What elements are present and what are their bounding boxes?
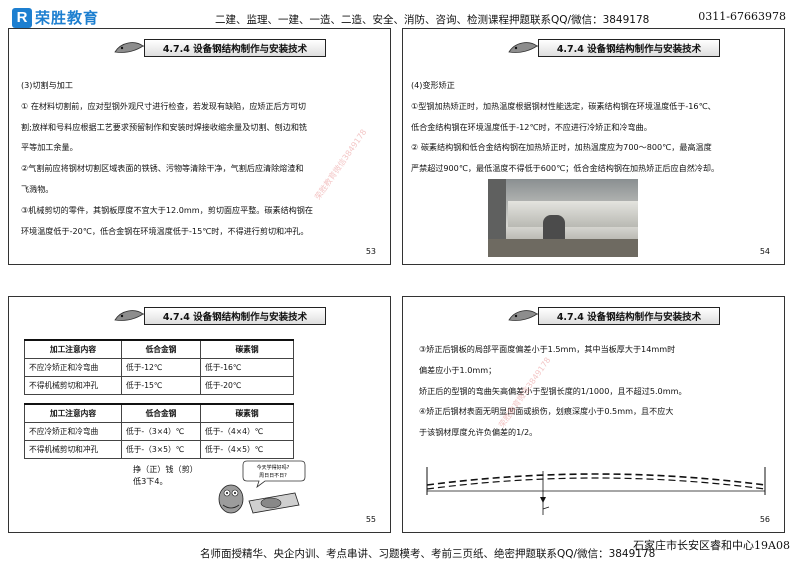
slide-body: (3)切割与加工 ① 在材料切割前，应对型钢外观尺寸进行检查，若发现有缺陷，应矫… (21, 75, 313, 241)
slide-55: 4.7.4 设备钢结构制作与安装技术 加工注意内容 低合金钢 碳素钢 不应冷矫正… (8, 296, 391, 533)
page-number: 55 (365, 515, 376, 524)
watermark: 荣胜教育微信3849178 (313, 127, 369, 202)
mnemonic-text: 挣（正）钱（剪） 低3下4。 (133, 463, 198, 487)
table-cell: 低于-（3×5）℃ (121, 440, 201, 459)
text-line: ① 在材料切割前，应对型钢外观尺寸进行检查，若发现有缺陷，应矫正后方可切 (21, 100, 307, 111)
table-cell: 低于-20℃ (200, 376, 294, 395)
bubble-text: 周日日不日? (259, 473, 287, 479)
footer-ad: 名师面授精华、央企内训、考点串讲、习题模考、考前三页纸、绝密押题联系QQ/微信：… (200, 548, 656, 560)
text-line: 环境温度低于-20℃，低合金钢在环境温度低于-15℃时，不得进行剪切和冲孔。 (21, 225, 309, 236)
page-number: 56 (759, 515, 770, 524)
slide-title: 4.7.4 设备钢结构制作与安装技术 (144, 39, 326, 57)
steel-correction-photo (488, 179, 638, 257)
mnemonic-table: 加工注意内容 低合金钢 碳素钢 不应冷矫正和冷弯曲 低于-（3×4）℃ 低于-（… (24, 403, 294, 459)
cartoon-illustration: 今天学得好吗? 周日日不日? (218, 460, 306, 514)
temperature-table: 加工注意内容 低合金钢 碳素钢 不应冷矫正和冷弯曲 低于-12℃ 低于-16℃ … (24, 339, 294, 395)
mnemonic-line: 低3下4。 (133, 476, 168, 486)
table-cell: 低于-（4×4）℃ (200, 422, 294, 441)
brand-logo: R 荣胜教育 (12, 7, 99, 28)
fish-icon (508, 310, 541, 321)
logo-text: 荣胜教育 (35, 9, 100, 27)
text-line: 偏差应小于1.0mm； (419, 364, 497, 375)
slide-56: 4.7.4 设备钢结构制作与安装技术 ③矫正后钢板的局部平面度偏差小于1.5mm… (402, 296, 785, 533)
slide-title: 4.7.4 设备钢结构制作与安装技术 (538, 307, 720, 325)
table-cell: 低于-12℃ (121, 358, 201, 377)
table-cell: 不得机械剪切和冲孔 (24, 440, 122, 459)
fish-icon (114, 42, 147, 53)
text-line: ②气割前应将钢材切割区域表面的铁锈、污物等清除干净，气割后应清除熔渣和 (21, 163, 304, 174)
page-number: 53 (365, 247, 376, 256)
table-header: 碳素钢 (200, 339, 294, 359)
text-line: (3)切割与加工 (21, 80, 73, 90)
table-header-row: 加工注意内容 低合金钢 碳素钢 (24, 403, 294, 423)
mnemonic-line: 挣（正）钱（剪） (133, 464, 198, 474)
table-header: 加工注意内容 (24, 339, 122, 359)
table-header: 低合金钢 (121, 339, 201, 359)
text-line: 割;放样和号料应根据工艺要求预留制作和安装时焊接收缩余量及切割、刨边和铣 (21, 121, 308, 132)
header-phone: 0311-67663978 (698, 10, 786, 23)
text-line: ③矫正后钢板的局部平面度偏差小于1.5mm，其中当板厚大于14mm时 (419, 344, 676, 354)
text-line: 严禁超过900℃，最低温度不得低于600℃；低合金结构钢在加热矫正后应自然冷却。 (411, 163, 720, 174)
table-header-row: 加工注意内容 低合金钢 碳素钢 (24, 339, 294, 359)
slide-body: ③矫正后钢板的局部平面度偏差小于1.5mm，其中当板厚大于14mm时 偏差应小于… (419, 339, 687, 443)
bubble-text: 今天学得好吗? (257, 464, 290, 471)
text-line: 低合金结构钢在环境温度低于-12℃时，不应进行冷矫正和冷弯曲。 (411, 121, 652, 132)
table-cell: 低于-16℃ (200, 358, 294, 377)
slide-title: 4.7.4 设备钢结构制作与安装技术 (538, 39, 720, 57)
table-cell: 不应冷矫正和冷弯曲 (24, 422, 122, 441)
text-line: 矫正后的型钢的弯曲矢高偏差小于型钢长度的1/1000，且不超过5.0mm。 (419, 385, 687, 396)
slide-body: (4)变形矫正 ①型钢加热矫正时，加热温度根据钢材性能选定，碳素结构钢在环境温度… (411, 75, 719, 179)
text-line: (4)变形矫正 (411, 80, 455, 90)
page-number: 54 (759, 247, 770, 256)
text-line: ③机械剪切的零件，其钢板厚度不宜大于12.0mm，剪切面应平整。碳素结构钢在 (21, 204, 313, 215)
table-cell: 不得机械剪切和冲孔 (24, 376, 122, 395)
footer-address: 石家庄市长安区睿和中心19A08 (633, 539, 790, 552)
slide-54: 4.7.4 设备钢结构制作与安装技术 (4)变形矫正 ①型钢加热矫正时，加热温度… (402, 28, 785, 265)
text-line: ② 碳素结构钢和低合金结构钢在加热矫正时，加热温度应为700～800℃，最高温度 (411, 142, 712, 153)
table-header: 低合金钢 (121, 403, 201, 423)
text-line: 于该钢材厚度允许负偏差的1/2。 (419, 427, 538, 438)
table-row: 不得机械剪切和冲孔 低于-（3×5）℃ 低于-（4×5）℃ (24, 440, 294, 459)
table-cell: 低于-15℃ (121, 376, 201, 395)
fish-icon (114, 310, 147, 321)
text-line: ①型钢加热矫正时，加热温度根据钢材性能选定，碳素结构钢在环境温度低于-16℃、 (411, 100, 716, 111)
text-line: 飞溅物。 (21, 183, 54, 194)
header-ad: 二建、监理、一建、一造、二造、安全、消防、咨询、检测课程押题联系QQ/微信：38… (215, 14, 650, 26)
logo-mark: R (12, 7, 32, 28)
table-cell: 低于-（4×5）℃ (200, 440, 294, 459)
text-line: ④矫正后钢材表面无明显凹面或损伤，划痕深度小于0.5mm，且不应大 (419, 406, 674, 417)
table-row: 不应冷矫正和冷弯曲 低于-（3×4）℃ 低于-（4×4）℃ (24, 422, 294, 441)
table-header: 碳素钢 (200, 403, 294, 423)
slide-title: 4.7.4 设备钢结构制作与安装技术 (144, 307, 326, 325)
table-row: 不得机械剪切和冲孔 低于-15℃ 低于-20℃ (24, 376, 294, 395)
table-row: 不应冷矫正和冷弯曲 低于-12℃ 低于-16℃ (24, 358, 294, 377)
slide-53: 4.7.4 设备钢结构制作与安装技术 (3)切割与加工 ① 在材料切割前，应对型… (8, 28, 391, 265)
text-line: 平等加工余量。 (21, 142, 78, 153)
table-cell: 不应冷矫正和冷弯曲 (24, 358, 122, 377)
table-cell: 低于-（3×4）℃ (121, 422, 201, 441)
bending-deflection-diagram (426, 467, 766, 515)
table-header: 加工注意内容 (24, 403, 122, 423)
fish-icon (508, 42, 541, 53)
